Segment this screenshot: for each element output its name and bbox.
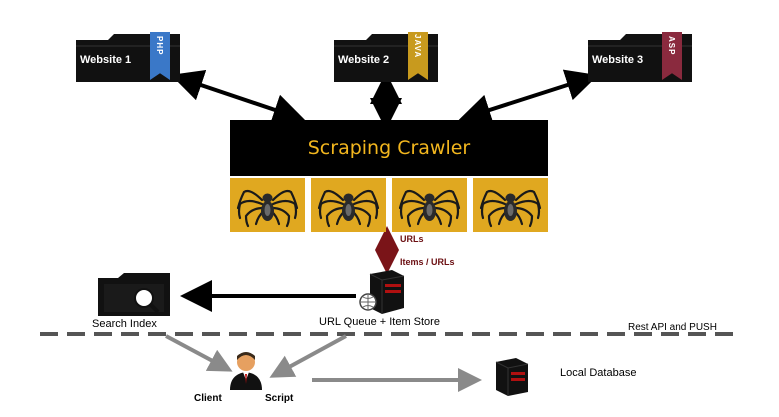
search-index-label: Search Index <box>92 318 157 330</box>
website-1-folder: PHP Website 1 <box>74 32 184 84</box>
arrow-website3-crawler <box>458 69 599 126</box>
tech-label: JAVA <box>413 34 422 59</box>
spider-icon <box>479 189 542 228</box>
crawler-header: Scraping Crawler <box>230 120 548 176</box>
website-2-folder: JAVA Website 2 <box>332 32 442 84</box>
client-user-icon <box>226 350 266 390</box>
tech-label: ASP <box>667 36 676 56</box>
tech-label: PHP <box>155 36 164 56</box>
local-db-label: Local Database <box>560 367 637 379</box>
arrow-website1-crawler <box>170 69 306 126</box>
rest-api-label: Rest API and PUSH <box>628 322 717 333</box>
crawler-title: Scraping Crawler <box>307 137 471 159</box>
items-urls-label: Items / URLs <box>400 257 455 267</box>
spider-icon <box>236 189 299 228</box>
urls-label: URLs <box>400 234 424 244</box>
arrow-search-index-client <box>165 334 233 372</box>
spider-cell-3 <box>392 178 467 232</box>
tech-ribbon <box>662 32 682 80</box>
spider-cell-1 <box>230 178 305 232</box>
queue-server-icon <box>356 268 412 316</box>
website-label: Website 1 <box>80 54 132 66</box>
user-icon <box>230 352 262 390</box>
spider-cell-2 <box>311 178 386 232</box>
server-icon <box>359 270 405 314</box>
local-db-server-icon <box>492 356 532 396</box>
tech-ribbon <box>150 32 170 80</box>
tech-ribbon <box>408 32 428 80</box>
queue-label: URL Queue + Item Store <box>319 316 440 328</box>
server-icon <box>495 358 529 396</box>
script-label: Script <box>265 393 294 404</box>
spider-cell-4 <box>473 178 548 232</box>
spider-icon <box>398 189 461 228</box>
website-3-folder: ASP Website 3 <box>586 32 696 84</box>
search-index-icon-wrap <box>96 272 172 318</box>
spider-icon <box>317 189 380 228</box>
search-folder-icon <box>98 273 170 316</box>
website-label: Website 3 <box>592 54 644 66</box>
client-label: Client <box>194 393 222 404</box>
website-label: Website 2 <box>338 54 390 66</box>
arrow-queue-client <box>269 334 347 378</box>
